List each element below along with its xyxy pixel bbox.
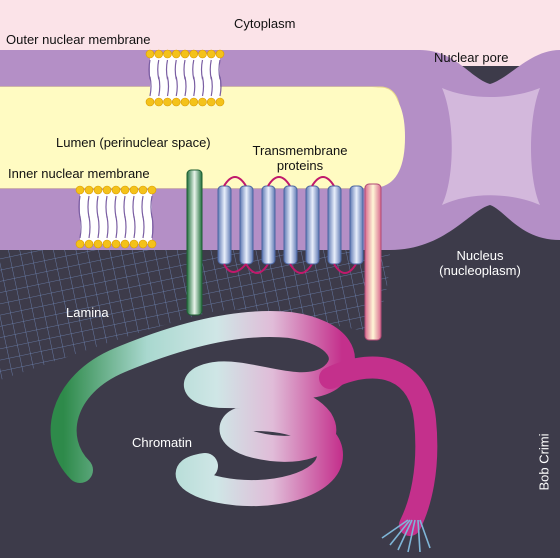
lipid-head [120, 239, 130, 249]
chromatin-frayed-end [381, 519, 431, 553]
lipid-tails [157, 59, 161, 97]
label-transmembrane-proteins: Transmembrane proteins [252, 143, 348, 173]
lipid-tails [123, 195, 127, 239]
label-outer-membrane: Outer nuclear membrane [6, 32, 151, 47]
lipid-head [154, 97, 164, 107]
lipid-tails [148, 59, 152, 97]
lipid-head [129, 239, 139, 249]
label-lumen: Lumen (perinuclear space) [56, 135, 211, 150]
lipid-head [215, 97, 225, 107]
lipid-head [84, 185, 94, 195]
lipid-tails [96, 195, 100, 239]
lumen-edge [0, 87, 405, 188]
lipid-head [154, 49, 164, 59]
lipid-tails [87, 195, 91, 239]
lipid-head [198, 97, 207, 107]
chromatin-tail [319, 356, 438, 536]
lipid-tails [218, 59, 222, 97]
lipid-head [102, 185, 112, 195]
lipid-tails [183, 59, 187, 97]
protein-helix [283, 185, 298, 265]
inner-membrane-bilayer [75, 185, 157, 249]
lipid-head [138, 185, 148, 195]
protein-loop [245, 263, 269, 274]
protein-loop [267, 176, 291, 187]
lipid-head [129, 185, 139, 195]
lipid-head [206, 49, 216, 59]
lipid-head [102, 239, 112, 249]
lipid-head [180, 97, 190, 107]
protein-loop [333, 263, 357, 274]
lipid-head [189, 49, 199, 59]
protein-helix [261, 185, 276, 265]
label-lamina: Lamina [66, 305, 109, 320]
transmembrane-proteins [186, 169, 382, 341]
lipid-head [75, 239, 85, 249]
lipid-tails [105, 195, 109, 239]
protein-helix [239, 185, 254, 265]
lipid-tails [78, 195, 82, 239]
protein-loop [223, 176, 247, 187]
lipid-head [171, 97, 181, 107]
lipid-tails [141, 195, 145, 239]
outer-membrane-bilayer [145, 49, 225, 107]
protein-loop [223, 263, 247, 273]
lipid-tails [150, 195, 154, 239]
protein-cream [364, 183, 382, 341]
lipid-head [145, 49, 155, 59]
lipid-head [93, 185, 103, 195]
label-nuclear-pore: Nuclear pore [434, 50, 509, 65]
label-chromatin: Chromatin [132, 435, 192, 450]
protein-helix [327, 185, 342, 265]
artist-credit: Bob Crimi [536, 433, 552, 491]
lipid-tails [200, 59, 205, 97]
lipid-head [171, 49, 181, 59]
lipid-head [206, 97, 216, 107]
chromatin-strand [50, 311, 355, 506]
protein-green [186, 169, 203, 316]
lipid-head [147, 239, 157, 249]
lipid-tails [174, 59, 178, 97]
label-cytoplasm: Cytoplasm [234, 16, 296, 31]
lipid-head [198, 49, 207, 59]
lipid-head [93, 239, 103, 249]
lipid-tails [114, 195, 118, 239]
lipid-tails [209, 59, 213, 97]
protein-helix [305, 185, 320, 265]
protein-helix [217, 185, 232, 265]
protein-loop [289, 263, 313, 274]
protein-loop [311, 176, 335, 187]
lipid-head [189, 97, 199, 107]
lipid-head [111, 185, 121, 195]
lipid-head [84, 239, 94, 249]
lipid-head [163, 49, 172, 59]
lipid-head [215, 49, 225, 59]
label-nucleus: Nucleus (nucleoplasm) [439, 248, 521, 278]
lipid-head [147, 185, 157, 195]
lipid-tails [132, 195, 136, 239]
lipid-head [138, 239, 148, 249]
lipid-head [120, 185, 130, 195]
lipid-head [180, 49, 190, 59]
lipid-tails [165, 59, 170, 97]
lipid-head [75, 185, 85, 195]
lipid-tails [192, 59, 196, 97]
protein-helix [349, 185, 364, 265]
lipid-head [145, 97, 155, 107]
lipid-head [163, 97, 172, 107]
nuclear-pore [442, 88, 540, 205]
lipid-head [111, 239, 121, 249]
label-inner-membrane: Inner nuclear membrane [8, 166, 150, 181]
